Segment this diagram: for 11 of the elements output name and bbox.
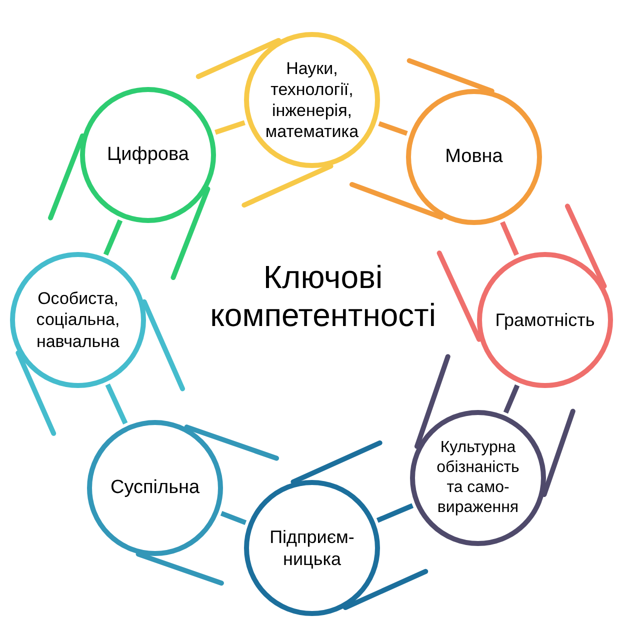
center-title: Ключові компетентності [209, 258, 437, 335]
link-dash [214, 120, 246, 135]
link-dash [378, 121, 408, 136]
circle-label: Особиста, соціальна, навчальна [35, 288, 121, 352]
circle-label: Цифрова [106, 143, 190, 167]
circle-label: Культурна обізнаність та само- вираження [436, 438, 520, 518]
circle-label: Грамотність [494, 308, 596, 332]
circle-label: Мовна [444, 145, 504, 169]
circle-label: Суспільна [109, 476, 201, 500]
circle-label: Науки, технології, інженерія, математика [264, 58, 360, 142]
circle-label: Підприєм- ницька [268, 526, 356, 570]
